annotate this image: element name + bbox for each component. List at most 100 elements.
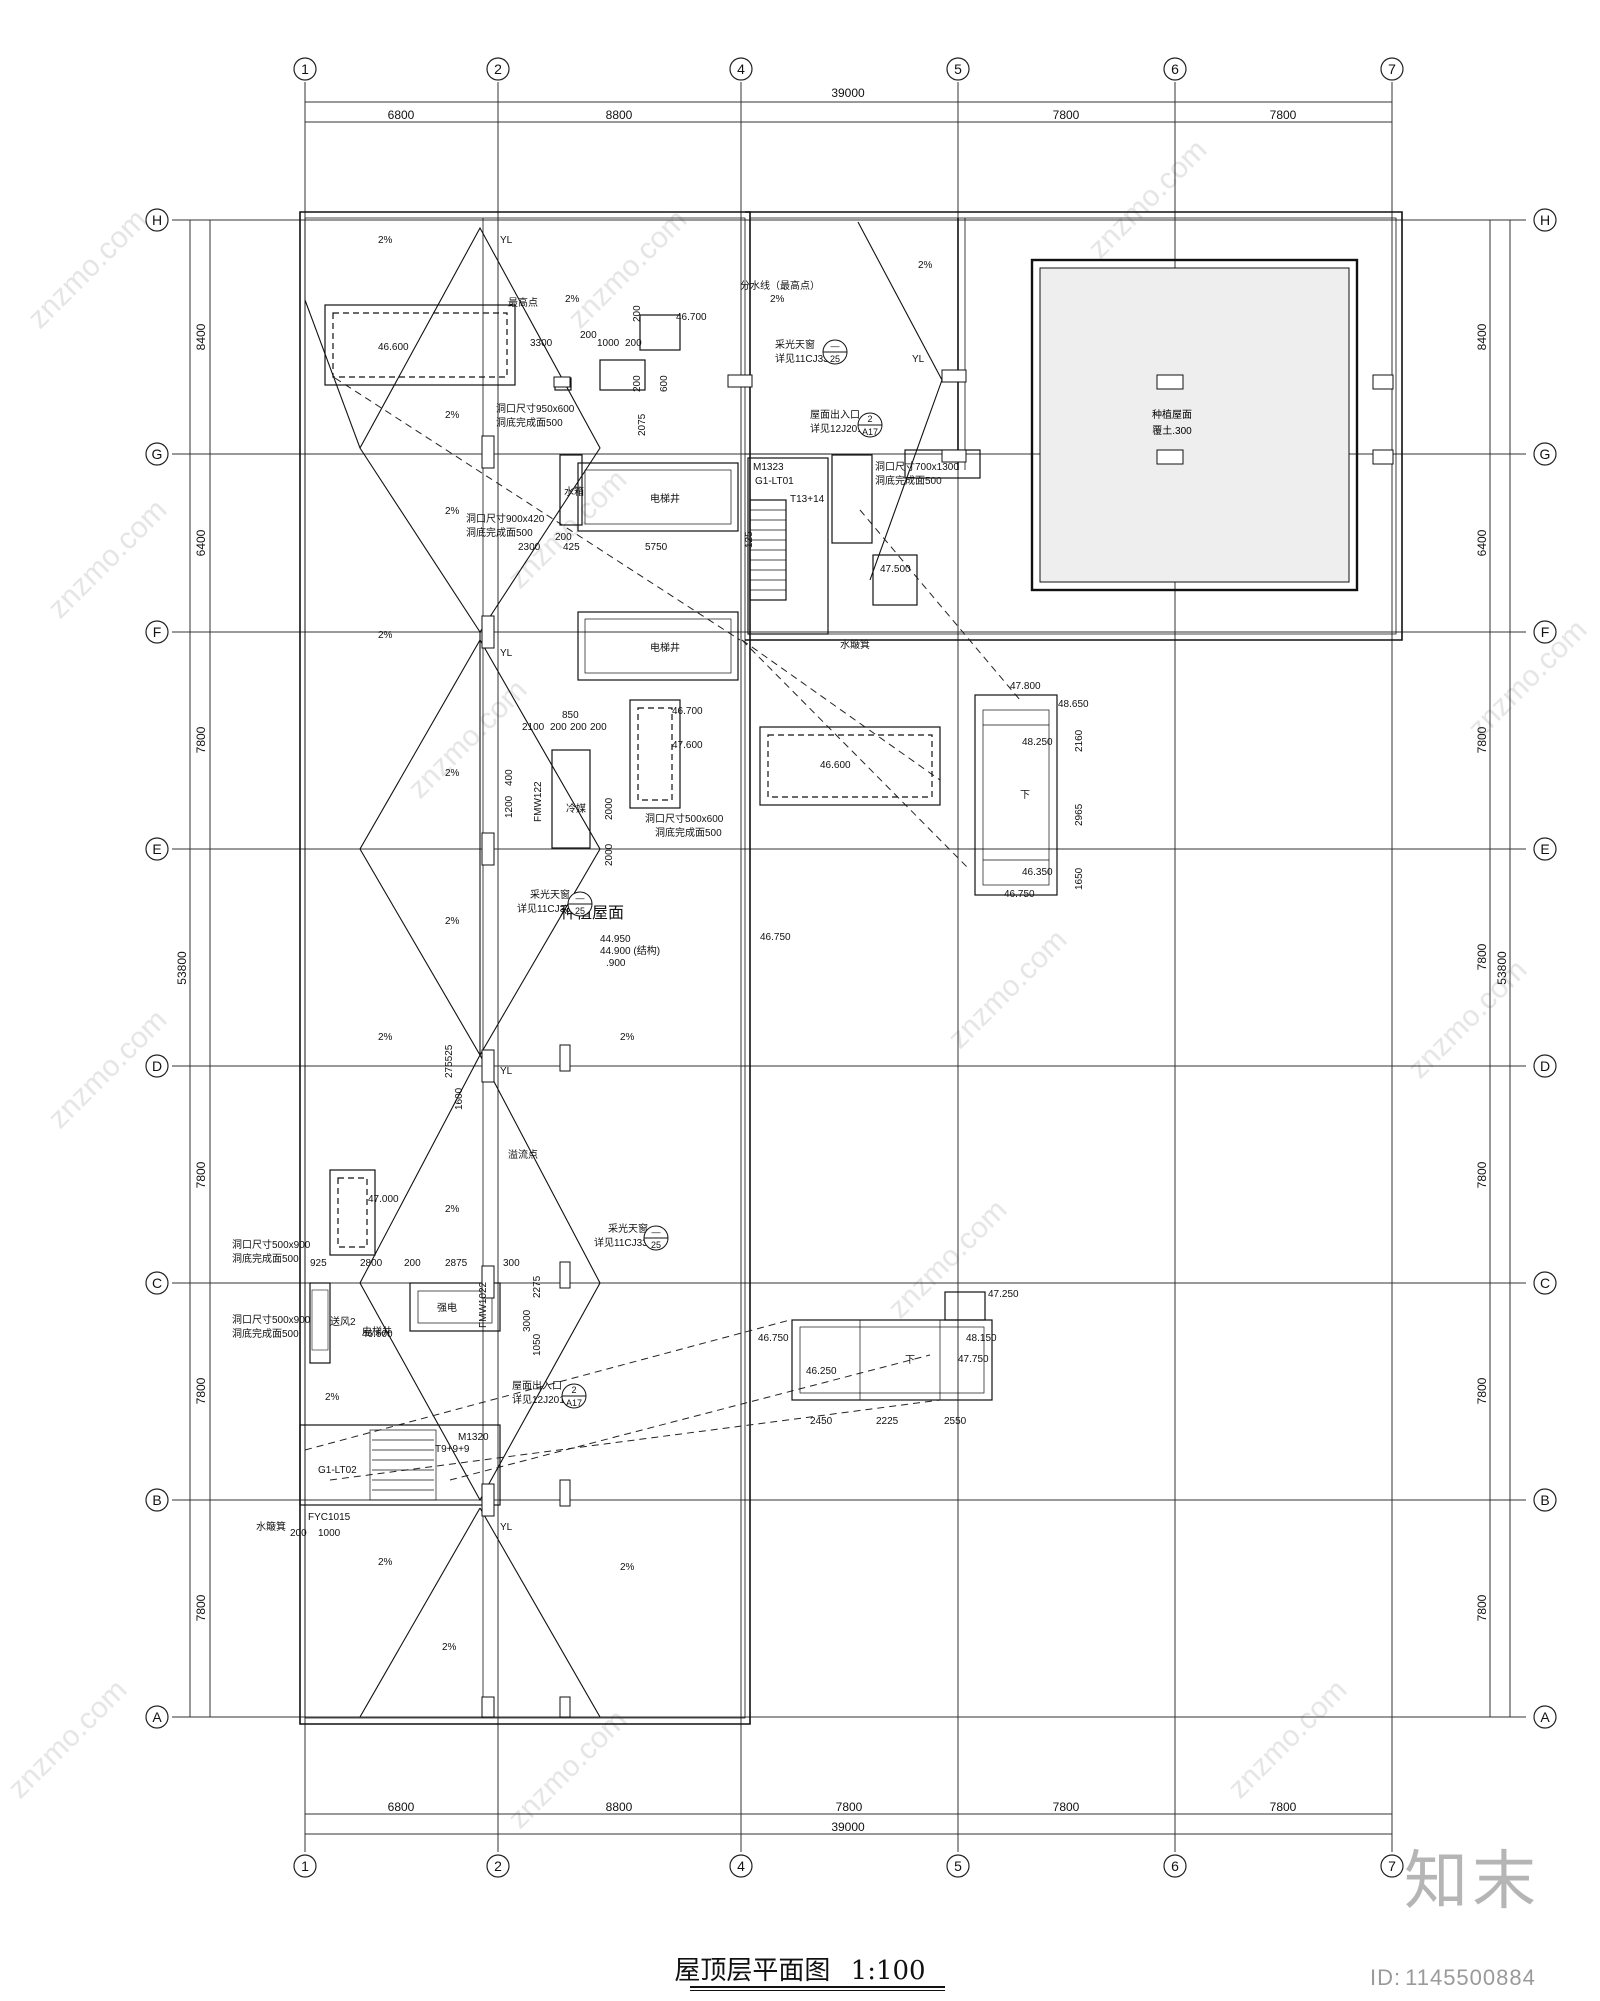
drawing-scale: 1:100 [850, 1956, 926, 1986]
downspout-label: YL [500, 235, 513, 246]
axis-label: 5 [954, 1858, 962, 1874]
local-dim: 200 [570, 722, 587, 733]
local-dim: 1600 [454, 1087, 465, 1110]
local-dim: 200 [555, 532, 572, 543]
axis-bubble-2 [486, 57, 510, 1878]
roof-exit-label: 屋面出入口 [810, 408, 860, 421]
dimension-span: 8800 [606, 108, 633, 122]
axis-label: A [1540, 1709, 1550, 1725]
local-dim: 200 [590, 722, 607, 733]
axis-label: H [1540, 212, 1550, 228]
watermark-text: znzmo.com [22, 203, 154, 335]
elevation-mark: 47.600 [672, 740, 703, 751]
column-bubble-labels: 1 2 4 5 6 7 1 2 4 5 6 7 [301, 61, 1396, 1874]
slope-label: 2% [565, 294, 580, 305]
dimension-span: 6800 [388, 1800, 415, 1814]
overflow-label: 溢流点 [508, 1148, 538, 1161]
watermark-text: znzmo.com [2, 1673, 134, 1805]
id-label: ID: [1370, 1965, 1402, 1990]
dimension-span: 7800 [194, 1161, 208, 1188]
axis-label: H [152, 212, 162, 228]
fire-window-label: FMW1022 [478, 1281, 489, 1328]
local-dim: 3300 [530, 338, 553, 349]
dimension-lines [189, 101, 1511, 1835]
dimension-span: 7800 [194, 1377, 208, 1404]
local-dim: 200 [625, 338, 642, 349]
elevation-mark: 46.600 [378, 342, 409, 353]
ref-circle-upper: 2 [571, 1385, 576, 1395]
axis-label: E [152, 841, 161, 857]
axis-label: D [152, 1058, 162, 1074]
local-dim: 275525 [444, 1044, 455, 1078]
cold-unit-label: 冷媒 [566, 802, 586, 815]
dashed-connectors [304, 377, 1021, 1481]
axis-bubble-1 [293, 57, 317, 1878]
local-dim: 425 [563, 542, 580, 553]
dimension-span: 6800 [388, 108, 415, 122]
axis-label: B [152, 1492, 161, 1508]
elevation-mark: 47.800 [1010, 681, 1041, 692]
id-watermark: ID:1145500884 [1370, 1965, 1540, 1991]
watermark-layer: znzmo.com znzmo.com znzmo.com znzmo.com … [2, 133, 1594, 1835]
dimension-span: 7800 [1053, 108, 1080, 122]
axis-label: 6 [1171, 61, 1179, 77]
elevation-mark: 48.150 [966, 1333, 997, 1344]
hole-note: 洞口尺寸500x900 [232, 1238, 311, 1251]
slope-label: 2% [445, 916, 460, 927]
dimension-total-bottom: 39000 [831, 1820, 865, 1834]
axis-label: 4 [737, 1858, 745, 1874]
ref-circle-upper: — [831, 341, 840, 351]
axis-label: 5 [954, 61, 962, 77]
local-dim: 1000 [597, 338, 620, 349]
axis-label: E [1540, 841, 1549, 857]
drainage-ridge-lines [304, 221, 943, 1718]
axis-label: 2 [494, 61, 502, 77]
dimension-total-top: 39000 [831, 86, 865, 100]
elevation-mark: 46.600 [362, 1329, 393, 1340]
elevation-mark: 48.250 [1022, 737, 1053, 748]
drawing-title: 屋顶层平面图 1:100 [0, 1950, 1600, 1987]
door-tag: M1320 [458, 1432, 489, 1443]
dimension-span: 6400 [194, 529, 208, 556]
watermark-text: znzmo.com [1462, 613, 1594, 745]
elevation-mark: 47.750 [958, 1354, 989, 1365]
roof-exit-ref: 详见12J201 [810, 422, 863, 435]
local-dim: 1650 [1074, 867, 1085, 890]
elevation-mark: 47.500 [880, 564, 911, 575]
slope-label: 2% [378, 235, 393, 246]
stair-treads [372, 509, 1049, 1491]
elevation-mark: 46.700 [676, 312, 707, 323]
local-dim: 200 [632, 375, 643, 392]
local-dim: 200 [580, 330, 597, 341]
dimension-span: 7800 [1475, 1594, 1489, 1621]
hole-note: 洞底完成面500 [232, 1252, 299, 1265]
elevator-shaft-label: 电梯井 [650, 641, 680, 654]
top-spot-label: 最高点 [508, 296, 538, 309]
local-dim: 2800 [360, 1258, 383, 1269]
dimension-span: 8400 [1475, 323, 1489, 350]
elevation-mark: 48.650 [1058, 699, 1089, 710]
stair-tag: G1-LT02 [318, 1465, 357, 1476]
hole-note: 洞底完成面500 [232, 1327, 299, 1340]
water-tank-label: 水箱 [564, 485, 584, 498]
hole-note: 洞底完成面500 [875, 474, 942, 487]
local-dim: 2160 [1074, 729, 1085, 752]
slope-label: 2% [620, 1032, 635, 1043]
skylight-label: 采光天窗 [608, 1222, 648, 1235]
fire-window-label: FMW122 [533, 781, 544, 822]
local-dim: 2875 [445, 1258, 468, 1269]
roof-exit-detail-ref-top: 2 A17 [857, 412, 883, 438]
down-label: 下 [1020, 790, 1030, 801]
slope-label: 2% [325, 1392, 340, 1403]
local-dim: 125 [744, 531, 755, 548]
axis-label: D [1540, 1058, 1550, 1074]
fan-label: 送风2 [330, 1315, 356, 1328]
ref-circle-lower: 25 [830, 354, 840, 364]
skylight-detail-ref-top: — 25 [822, 339, 848, 365]
brand-watermark: 知末 [1404, 1845, 1540, 1919]
water-sump-label: 水簸箕 [840, 638, 870, 651]
elevation-mark: 46.350 [1022, 867, 1053, 878]
watermark-text: znzmo.com [882, 1193, 1014, 1325]
slope-label: 2% [445, 410, 460, 421]
skylight-ref: 详见11CJ33 [517, 902, 571, 915]
